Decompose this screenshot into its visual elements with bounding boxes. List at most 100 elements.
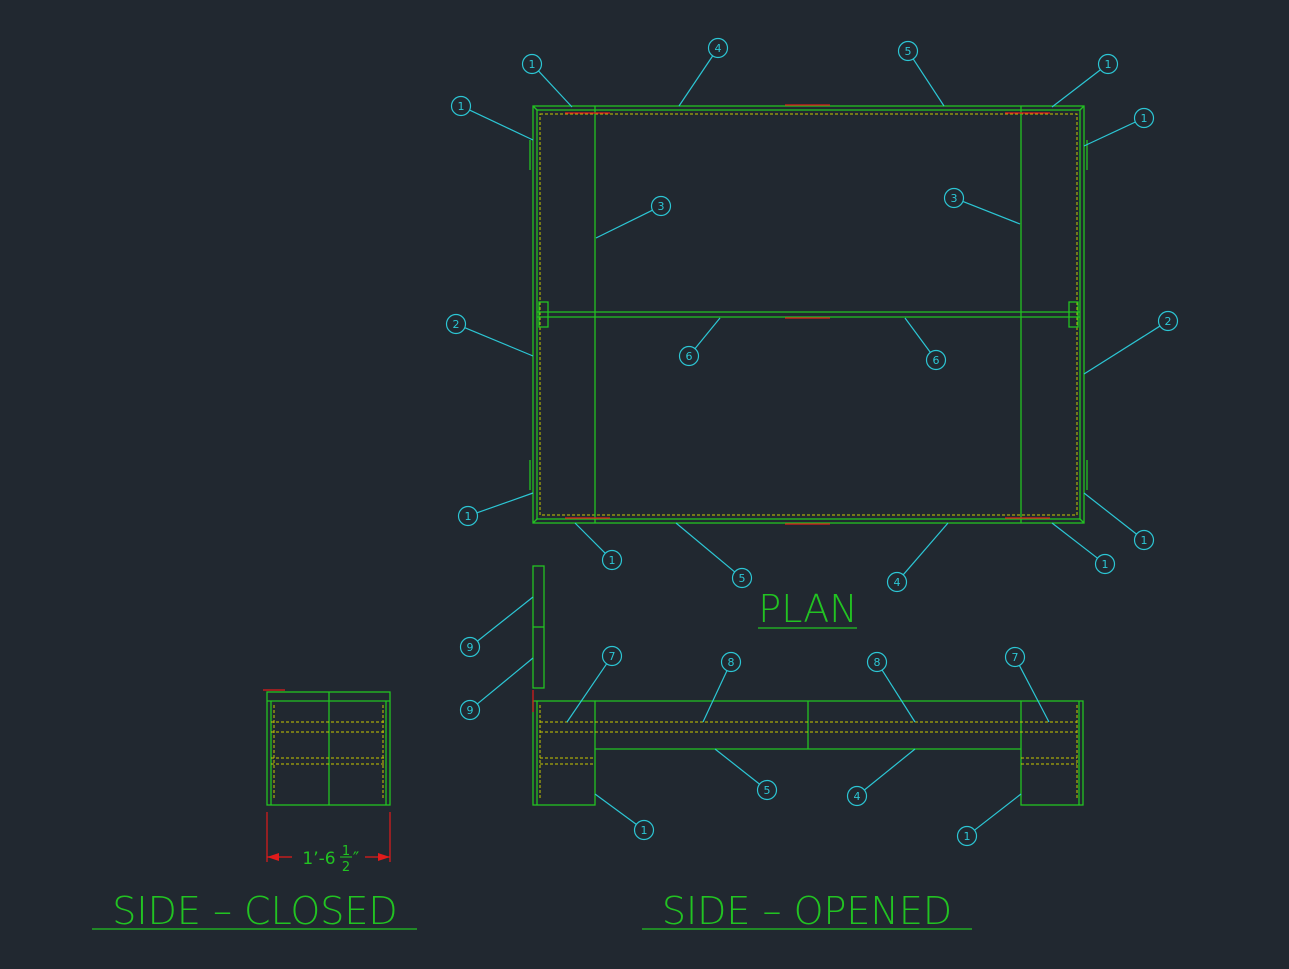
callout-bubble xyxy=(459,636,481,658)
callout-number: 8 xyxy=(874,656,881,669)
callout-leader xyxy=(469,109,534,141)
callout-leader xyxy=(902,522,949,576)
side-closed-dimension: 1’-6 1 2 ″ xyxy=(263,689,391,875)
callout-bubble xyxy=(1133,107,1155,129)
plan-callout: 2 xyxy=(1083,310,1179,375)
side-closed-geometry xyxy=(266,691,391,806)
callout-number: 6 xyxy=(686,350,693,363)
callout-leader xyxy=(1083,492,1137,535)
plan-callout: 1 xyxy=(457,492,534,527)
callout-leader xyxy=(1083,121,1136,147)
dimension-fraction-denominator: 2 xyxy=(342,860,350,875)
plan-callout: 5 xyxy=(675,522,753,589)
view-titles: PLAN SIDE – OPENED SIDE – CLOSED xyxy=(92,587,972,933)
plan-callout: 6 xyxy=(904,317,947,371)
plan-callout: 3 xyxy=(595,195,672,239)
callout-leader xyxy=(904,317,931,353)
callout-number: 1 xyxy=(641,824,648,837)
callout-number: 1 xyxy=(1105,58,1112,71)
callout-leader xyxy=(574,522,606,554)
callout-bubble xyxy=(756,779,778,801)
callout-number: 2 xyxy=(453,318,460,331)
callout-bubble xyxy=(601,549,623,571)
callout-bubble xyxy=(925,349,947,371)
side-opened-geometry xyxy=(532,565,1084,806)
callout-bubble xyxy=(459,699,481,721)
callout-bubble xyxy=(846,785,868,807)
callout-leader xyxy=(595,209,653,239)
callout-leader xyxy=(477,596,534,642)
side-opened-view xyxy=(532,565,1084,806)
callout-number: 1 xyxy=(529,58,536,71)
callout-number: 2 xyxy=(1165,315,1172,328)
callout-number: 9 xyxy=(467,641,474,654)
callout-number: 8 xyxy=(728,656,735,669)
callout-leader xyxy=(538,70,573,108)
callout-bubble xyxy=(956,825,978,847)
side-closed-view: 1’-6 1 2 ″ xyxy=(263,689,391,875)
dimension-text: 1’-6 1 2 ″ xyxy=(302,844,359,875)
side-opened-callout: 7 xyxy=(566,645,623,723)
plan-callout: 5 xyxy=(897,40,945,107)
callout-number: 1 xyxy=(1141,112,1148,125)
side-opened-callout: 8 xyxy=(702,651,742,723)
side-opened-callout: 4 xyxy=(846,748,916,807)
callout-number: 9 xyxy=(467,704,474,717)
callout-bubble xyxy=(1097,53,1119,75)
plan-callout: 4 xyxy=(678,37,729,107)
side-opened-callout: 8 xyxy=(866,651,916,723)
callout-number: 5 xyxy=(739,572,746,585)
callout-bubble xyxy=(450,95,472,117)
callout-bubble xyxy=(457,505,479,527)
callout-bubble xyxy=(1094,553,1116,575)
callout-leader xyxy=(1051,69,1101,108)
callout-leader xyxy=(912,58,945,107)
callout-bubble xyxy=(601,645,623,667)
callout-number: 7 xyxy=(1012,651,1019,664)
callout-number: 7 xyxy=(609,650,616,663)
callout-bubble xyxy=(445,313,467,335)
side-opened-callout: 1 xyxy=(594,793,655,841)
callout-leader xyxy=(881,669,916,723)
side-opened-title: SIDE – OPENED xyxy=(662,889,952,933)
dimension-fraction-numerator: 1 xyxy=(342,844,350,859)
callout-bubble xyxy=(886,571,908,593)
callout-number: 5 xyxy=(764,784,771,797)
plan-callout: 2 xyxy=(445,313,534,357)
plan-callout: 1 xyxy=(1051,53,1119,108)
plan-callout: 1 xyxy=(1051,522,1116,575)
callout-number: 6 xyxy=(933,354,940,367)
callout-leader xyxy=(678,55,714,107)
callout-number: 1 xyxy=(1141,534,1148,547)
plan-callout: 1 xyxy=(521,53,573,108)
callout-bubble xyxy=(720,651,742,673)
callout-bubble xyxy=(897,40,919,62)
callout-number: 5 xyxy=(905,45,912,58)
callout-number: 4 xyxy=(715,42,722,55)
callout-bubble xyxy=(633,819,655,841)
callout-leader xyxy=(1083,325,1161,375)
callout-bubble xyxy=(731,567,753,589)
plan-callout: 6 xyxy=(678,317,721,367)
dimension-inch-mark: ″ xyxy=(353,849,359,869)
plan-callout: 1 xyxy=(1083,107,1155,147)
dimension-feet-inches: 1’-6 xyxy=(302,849,335,869)
callout-number: 1 xyxy=(609,554,616,567)
callout-leader xyxy=(702,670,728,723)
side-closed-title: SIDE – CLOSED xyxy=(112,889,397,933)
side-opened-callout: 7 xyxy=(1004,646,1050,723)
callout-bubble xyxy=(707,37,729,59)
callout-leader xyxy=(464,327,534,357)
callout-number: 3 xyxy=(658,200,665,213)
callout-number: 1 xyxy=(458,100,465,113)
callout-number: 1 xyxy=(465,510,472,523)
side-opened-callout: 9 xyxy=(459,596,534,658)
callout-leader xyxy=(594,793,637,825)
callout-bubble xyxy=(1157,310,1179,332)
callout-bubble xyxy=(1133,529,1155,551)
callout-number: 1 xyxy=(1102,558,1109,571)
callout-number: 1 xyxy=(964,830,971,843)
callout-leader xyxy=(476,492,534,514)
